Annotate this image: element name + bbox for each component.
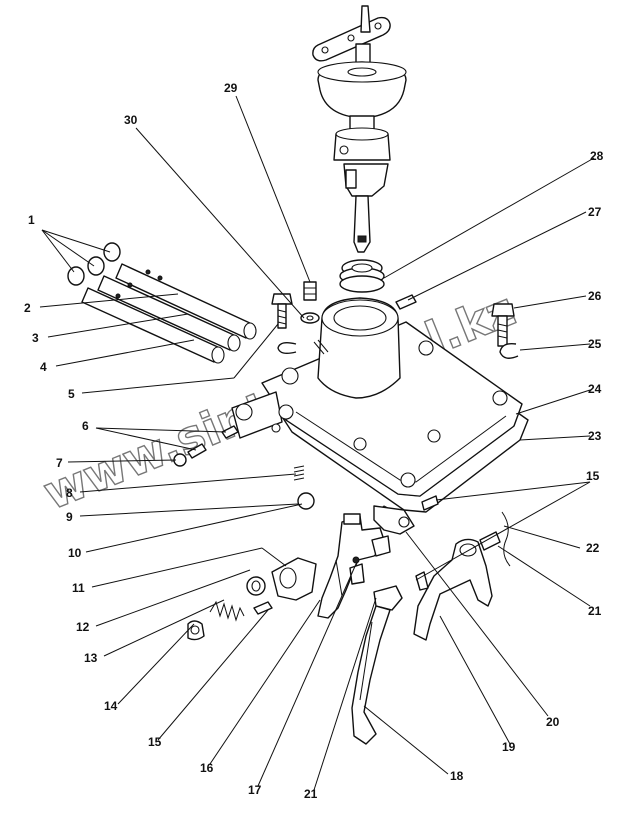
label-p15b: 15 [586, 469, 600, 483]
leader-lines [39, 95, 595, 791]
label-p3: 3 [32, 331, 39, 345]
label-p29: 29 [224, 81, 238, 95]
boot-part [339, 259, 385, 293]
label-p25: 25 [588, 337, 602, 351]
label-p20: 20 [546, 715, 560, 729]
shift-block-part [373, 495, 439, 535]
shift-lever-assembly [312, 5, 407, 253]
label-p4: 4 [40, 360, 47, 374]
label-p21b: 21 [304, 787, 318, 801]
wire-screw-part [479, 511, 511, 567]
label-p6: 6 [82, 419, 89, 433]
label-p27: 27 [588, 205, 602, 219]
label-p9: 9 [66, 510, 73, 524]
label-p28: 28 [590, 149, 604, 163]
label-p18: 18 [450, 769, 464, 783]
label-p13: 13 [84, 651, 98, 665]
bolt-washer-part [271, 281, 329, 355]
label-p14: 14 [104, 699, 118, 713]
shift-rods-part [81, 263, 257, 364]
label-p30: 30 [124, 113, 138, 127]
label-p11: 11 [72, 581, 85, 595]
label-p12: 12 [76, 620, 90, 634]
label-p15a: 15 [148, 735, 162, 749]
label-p21a: 21 [588, 604, 602, 618]
label-p10: 10 [68, 546, 82, 560]
label-p17: 17 [248, 783, 262, 797]
spring-ball-part [293, 465, 315, 510]
label-p7: 7 [56, 456, 63, 470]
shift-fork-right-part [413, 538, 493, 641]
label-p24: 24 [588, 382, 602, 396]
label-p2: 2 [24, 301, 31, 315]
label-p23: 23 [588, 429, 602, 443]
label-p16: 16 [200, 761, 214, 775]
bolt-right-part [491, 303, 519, 359]
label-p26: 26 [588, 289, 602, 303]
interlock-part [246, 557, 317, 601]
o-rings-part [67, 242, 121, 286]
label-p22: 22 [586, 541, 600, 555]
cover-part [231, 297, 529, 521]
part-labels: 1 2 3 4 5 6 7 8 9 10 11 12 13 14 15 15 1… [24, 81, 604, 801]
label-p1: 1 [28, 213, 35, 227]
label-p19: 19 [502, 740, 516, 754]
label-p5: 5 [68, 387, 75, 401]
label-p8: 8 [66, 486, 73, 500]
